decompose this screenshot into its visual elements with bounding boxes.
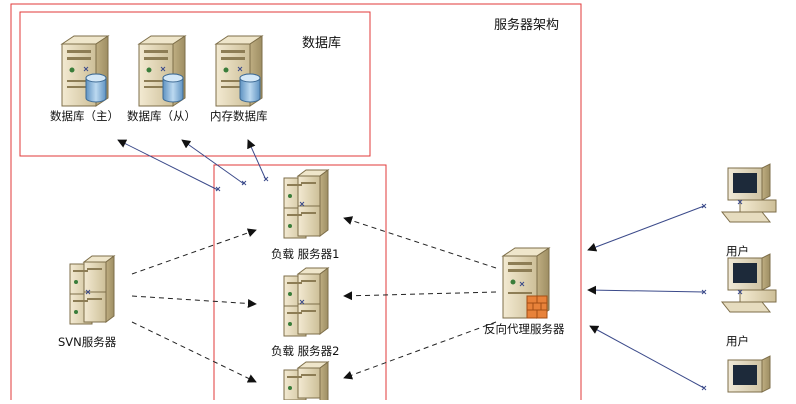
lb3-server-icon [283, 361, 330, 404]
db-memory-server-icon [214, 35, 264, 107]
label-user2: 用户 [726, 334, 749, 348]
link-user1-to-proxy [587, 205, 705, 252]
label-lb1: 负载 服务器1 [271, 247, 340, 261]
link-lb-to-db-master [117, 139, 219, 191]
link-proxy-to-lb1 [343, 216, 497, 269]
db-master-server-icon [60, 35, 110, 107]
user3-computer-icon [727, 355, 771, 393]
lb2-server-icon [283, 267, 330, 337]
label-db-master: 数据库（主） [50, 109, 119, 123]
label-db-memory: 内存数据库 [210, 109, 268, 123]
link-svn-to-lb3 [131, 321, 257, 383]
link-user3-to-proxy [589, 325, 705, 389]
reverse-proxy-server-icon [501, 247, 551, 319]
architecture-title: 服务器架构 [494, 18, 560, 33]
link-proxy-to-lb3 [343, 321, 497, 380]
user1-computer-icon [720, 163, 777, 223]
link-svn-to-lb2 [131, 295, 257, 308]
database-group-title: 数据库 [302, 36, 342, 51]
load-balancer-group-frame [213, 164, 387, 404]
link-svn-to-lb1 [131, 228, 257, 275]
svn-server-icon [69, 255, 116, 325]
label-user1: 用户 [726, 244, 749, 258]
link-proxy-to-lb2 [343, 291, 497, 301]
user2-computer-icon [720, 253, 777, 313]
label-proxy: 反向代理服务器 [484, 322, 565, 336]
database-group-frame [19, 11, 371, 157]
link-user2-to-proxy [587, 285, 705, 295]
label-lb2: 负载 服务器2 [271, 344, 340, 358]
label-db-slave: 数据库（从） [127, 109, 196, 123]
db-slave-server-icon [137, 35, 187, 107]
label-svn: SVN服务器 [58, 335, 117, 349]
connection-point-markers [83, 66, 743, 391]
link-lb-to-db-memory [247, 139, 267, 181]
link-lb-to-db-slave [181, 139, 245, 185]
outer-architecture-frame [10, 3, 582, 404]
lb1-server-icon [283, 169, 330, 239]
firewall-icon [526, 295, 548, 319]
